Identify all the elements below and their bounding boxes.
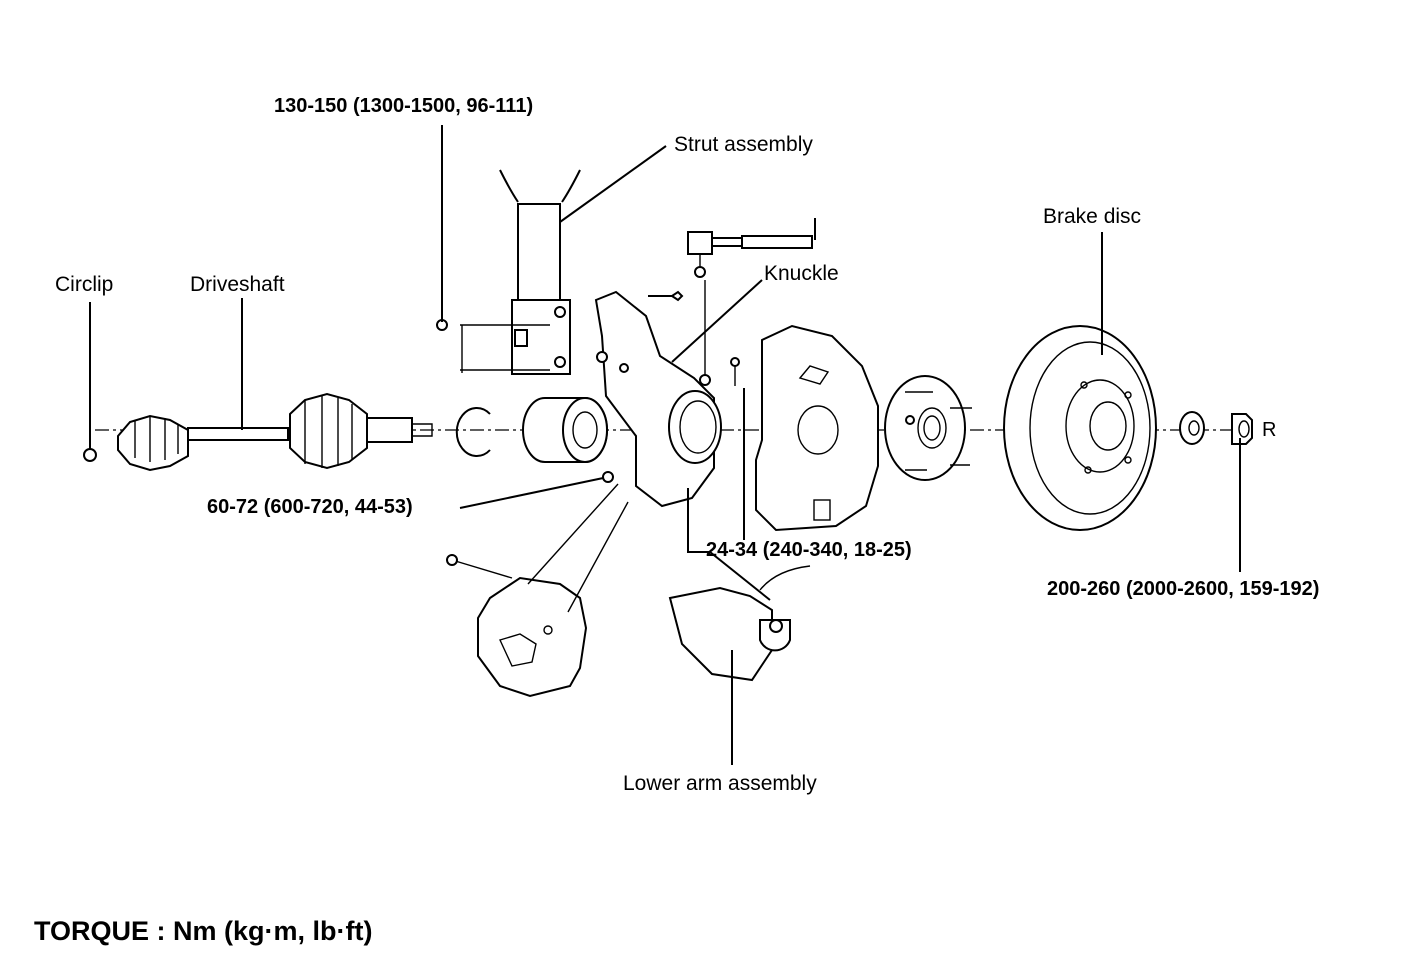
driveshaft-part [117,392,433,472]
wheel-bearing-part [522,397,608,463]
brake-disc-label: Brake disc [1043,205,1142,228]
lower-arm-assembly-label: Lower arm assembly [623,772,817,795]
lower-arm-nut-torque: 60-72 (600-720, 44-53) [207,496,413,518]
torque-units-footer: TORQUE : Nm (kg·m, lb·ft) [34,916,373,946]
circlip-part [83,448,97,462]
dust-cover-part [755,324,879,532]
lower-arm-nut-dot [602,471,614,483]
lower-arm-part [668,565,811,682]
tie-rod-nut-torque: 24-34 (240-340, 18-25) [706,539,912,561]
hub-nut-torque: 200-260 (2000-2600, 159-192) [1047,578,1320,600]
knuckle-label: Knuckle [764,262,839,285]
strut-bolts-torque: 130-150 (1300-1500, 96-111) [274,95,534,117]
hub-nut-part [1179,411,1253,445]
strut-assembly-part [436,169,581,375]
brake-disc-part [1003,325,1157,531]
driveshaft-label: Driveshaft [190,273,285,296]
leader-lower-arm-bolt [687,488,771,601]
leader-knuckle [671,279,763,363]
snap-ring-part [455,407,491,457]
hub-part [884,375,972,481]
tie-rod-end-part [687,218,816,386]
circlip-label: Circlip [55,273,114,296]
knuckle-part [594,290,722,508]
hub-nut-mark: R [1262,419,1277,441]
leader-strut-assembly [559,145,667,223]
strut-assembly-label: Strut assembly [674,133,813,156]
brake-caliper-part [446,483,629,698]
leader-lower-arm-nut [459,476,609,509]
